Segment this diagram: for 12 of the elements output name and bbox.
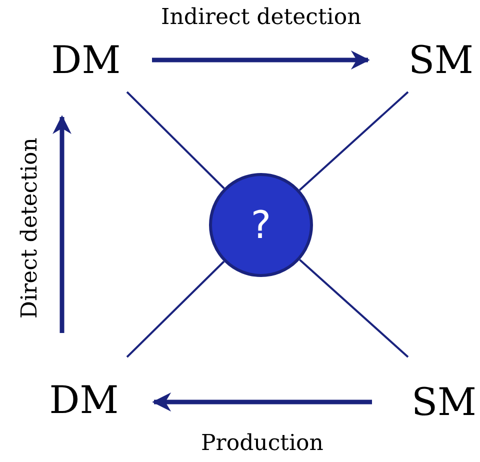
connector-line: [126, 91, 225, 190]
node-label: DM: [45, 38, 127, 82]
connector-line: [299, 259, 409, 358]
arrow: [152, 50, 370, 70]
node-label: SM: [408, 380, 480, 424]
node-label: DM: [42, 378, 126, 422]
question-mark: ?: [250, 206, 272, 244]
arrow: [152, 392, 372, 412]
connector-line: [298, 91, 409, 191]
arrow: [52, 115, 72, 333]
node-label: SM: [402, 38, 480, 82]
connector-line: [126, 260, 225, 358]
